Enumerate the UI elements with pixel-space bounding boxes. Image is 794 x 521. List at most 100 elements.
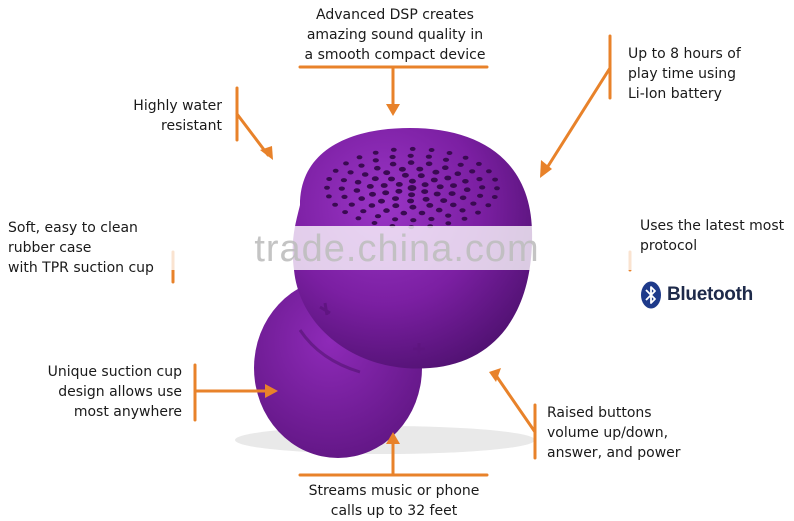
callout-latest-protocol: Uses the latest most protocol <box>640 218 785 254</box>
grille-hole <box>440 198 448 204</box>
grille-hole <box>382 190 390 196</box>
grille-hole <box>491 195 498 199</box>
grille-hole <box>324 185 330 190</box>
callout-dsp: Advanced DSP creates amazing sound quali… <box>304 7 486 63</box>
grille-hole <box>445 221 452 226</box>
grille-hole <box>442 165 449 170</box>
grille-hole <box>407 160 415 165</box>
bluetooth-logo: Bluetooth <box>640 281 753 309</box>
grille-hole <box>395 182 403 187</box>
grille-hole <box>417 173 425 179</box>
grille-hole <box>435 207 443 213</box>
grille-hole <box>418 210 426 216</box>
grille-hole <box>347 170 354 175</box>
grille-hole <box>389 154 396 160</box>
arrow-heads <box>260 104 552 444</box>
grille-hole <box>371 176 379 182</box>
grille-hole <box>326 177 333 181</box>
grille-hole <box>409 146 416 151</box>
bluetooth-wordmark: Bluetooth <box>667 284 753 305</box>
grille-hole <box>462 179 469 184</box>
grille-hole <box>383 208 390 213</box>
grille-hole <box>358 196 366 201</box>
grille-hole <box>457 162 464 167</box>
grille-hole <box>421 182 429 188</box>
grille-hole <box>422 196 430 202</box>
grille-hole <box>343 161 349 166</box>
grille-hole <box>374 214 382 219</box>
grille-hole <box>428 148 435 152</box>
grille-hole <box>442 157 450 162</box>
grille-hole <box>446 151 453 155</box>
grille-hole <box>408 192 416 198</box>
grille-hole <box>425 154 432 159</box>
grille-hole <box>356 155 363 160</box>
grille-hole <box>450 202 457 208</box>
grille-hole <box>340 178 347 183</box>
grille-hole <box>374 165 381 171</box>
grille-hole <box>380 183 388 188</box>
grille-hole <box>462 155 469 160</box>
grille-hole <box>409 204 417 210</box>
grille-hole <box>390 147 397 152</box>
grille-hole <box>486 169 492 174</box>
grille-hole <box>400 210 408 216</box>
grille-hole <box>445 213 452 218</box>
grille-hole <box>459 195 467 201</box>
grille-hole <box>361 172 369 177</box>
grille-hole <box>476 177 483 182</box>
grille-hole <box>421 189 429 195</box>
grille-hole <box>485 203 492 208</box>
grille-hole <box>369 191 376 197</box>
grille-hole <box>477 193 484 198</box>
grille-hole <box>389 161 397 167</box>
raised-buttons <box>319 302 425 355</box>
grille-hole <box>407 185 417 191</box>
grille-hole <box>494 186 500 191</box>
grille-hole <box>342 210 348 215</box>
grille-hole <box>454 171 462 176</box>
grille-hole <box>353 188 361 193</box>
callout-streams: Streams music or phone calls up to 32 fe… <box>308 483 480 519</box>
grille-hole <box>407 153 414 158</box>
grille-hole <box>326 194 332 199</box>
callout-raised-buttons: Raised buttons volume up/down, answer, a… <box>547 405 681 461</box>
grille-hole <box>469 169 476 174</box>
grille-hole <box>408 178 416 184</box>
grille-hole <box>426 203 434 208</box>
grille-hole <box>388 176 395 182</box>
grille-hole <box>444 175 452 181</box>
grille-hole <box>432 169 440 175</box>
watermark-band <box>0 226 794 270</box>
grille-hole <box>355 216 362 221</box>
speaker-grille <box>324 146 500 230</box>
grille-hole <box>368 203 376 208</box>
grille-hole <box>348 202 355 207</box>
grille-hole <box>459 208 466 213</box>
grille-hole <box>410 218 417 223</box>
callout-soft-case: Soft, easy to clean rubber case with TPR… <box>8 220 154 276</box>
grille-hole <box>395 188 403 194</box>
grille-hole <box>416 166 424 172</box>
callout-water-resistant: Highly water resistant <box>133 98 222 134</box>
grille-hole <box>392 217 399 222</box>
grille-hole <box>341 194 348 199</box>
grille-hole <box>398 166 406 172</box>
grille-hole <box>332 168 339 173</box>
grille-hole <box>372 150 379 155</box>
grille-hole <box>378 198 385 204</box>
grille-hole <box>470 201 477 206</box>
grille-hole <box>407 198 415 204</box>
callout-battery: Up to 8 hours of play time using Li-Ion … <box>628 46 741 102</box>
grille-hole <box>461 216 468 221</box>
grille-hole <box>479 185 486 190</box>
grille-hole <box>450 183 457 189</box>
callout-arrows <box>171 34 632 477</box>
grille-hole <box>366 184 374 189</box>
grille-hole <box>358 163 365 168</box>
grille-hole <box>401 172 409 178</box>
grille-hole <box>372 158 379 163</box>
grille-hole <box>371 221 378 225</box>
grille-hole <box>492 177 498 182</box>
